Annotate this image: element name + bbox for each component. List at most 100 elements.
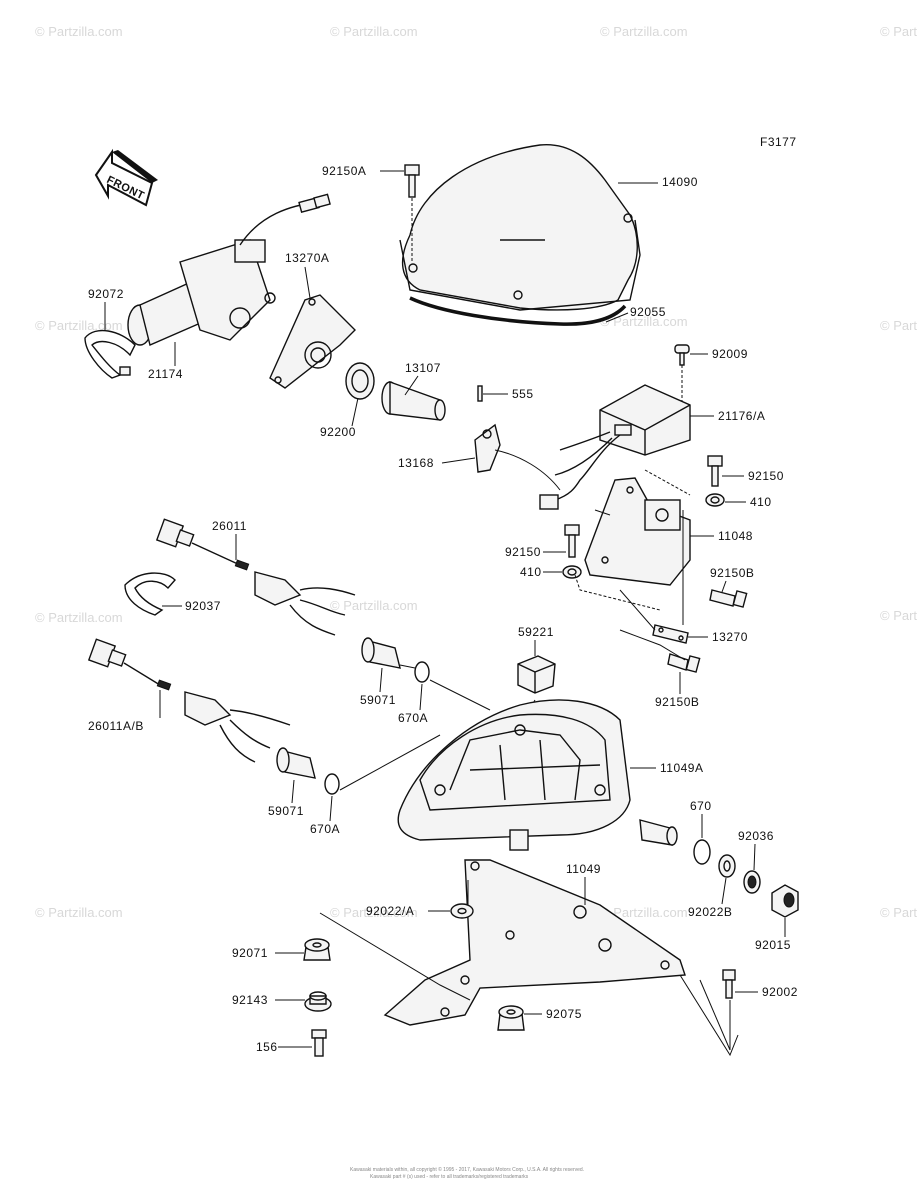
shaft-13107 — [381, 381, 446, 421]
fitting-59071-upper — [361, 637, 416, 669]
label: 92071 — [232, 946, 268, 960]
plate-13270A — [269, 294, 356, 389]
label: 13168 — [398, 456, 434, 470]
label: 156 — [256, 1040, 278, 1054]
label: 410 — [750, 495, 772, 509]
plate-13270 — [652, 624, 689, 644]
label: 21176/A — [718, 409, 765, 423]
footer-line-1: Kawasaki materials within, all copyright… — [350, 1166, 584, 1173]
pin-555 — [477, 385, 483, 402]
label: 13107 — [405, 361, 441, 375]
grommet-92022A — [450, 903, 474, 919]
label: 92143 — [232, 993, 268, 1007]
washer-410-lower — [562, 565, 582, 579]
watermark: © Partzilla.com — [35, 610, 123, 625]
washer-92200 — [345, 362, 375, 400]
watermark: © Partzilla.com — [35, 24, 123, 39]
cover-14090 — [399, 144, 641, 311]
bolt-156 — [311, 1029, 327, 1057]
bolt-92150-upper — [707, 455, 723, 487]
sensor-26011AB — [87, 638, 291, 763]
oring-670 — [693, 839, 711, 865]
label: 59221 — [518, 625, 554, 639]
screw-92009 — [674, 344, 690, 420]
label: 92055 — [630, 305, 666, 319]
band-92072 — [84, 329, 136, 379]
watermark: © Partzilla.com — [35, 905, 123, 920]
bolt-92150B-lower — [667, 653, 701, 673]
front-arrow-icon: FRONT — [94, 148, 158, 207]
washer-92022B — [718, 854, 736, 878]
label: 13270A — [285, 251, 329, 265]
housing-11049A — [397, 699, 678, 851]
watermark: © Partzilla.com — [600, 314, 688, 329]
watermark: © Partzilla.com — [880, 905, 917, 920]
bolt-92150-lower — [564, 524, 580, 558]
watermark: © Partzilla.com — [600, 24, 688, 39]
label: 92022/A — [366, 904, 414, 918]
oring-670A-upper — [414, 661, 430, 683]
label: 92022B — [688, 905, 732, 919]
label: 92009 — [712, 347, 748, 361]
label: 92037 — [185, 599, 221, 613]
watermark: © Partzilla.com — [880, 318, 917, 333]
label: 11049 — [566, 862, 601, 876]
label: 92150B — [655, 695, 699, 709]
label: 26011 — [212, 519, 247, 533]
watermark: © Partzilla.com — [600, 905, 688, 920]
sensor-26011 — [155, 518, 356, 636]
label: 555 — [512, 387, 534, 401]
leader-lines — [574, 509, 686, 661]
label: 92072 — [88, 287, 124, 301]
label: 21174 — [148, 367, 183, 381]
label: 92150A — [322, 164, 366, 178]
label: 92150B — [710, 566, 754, 580]
figure-code: F3177 — [760, 135, 797, 149]
label: 670 — [690, 799, 712, 813]
label: 92015 — [755, 938, 791, 952]
label: 92036 — [738, 829, 774, 843]
gasket-92055 — [409, 296, 627, 326]
bolt-92150B-upper — [709, 589, 748, 608]
label: 92002 — [762, 985, 798, 999]
label: 92150 — [505, 545, 541, 559]
watermark: © Partzilla.com — [880, 24, 917, 39]
collar-92143 — [304, 991, 332, 1012]
label: 26011A/B — [88, 719, 144, 733]
lever-13168 — [474, 423, 561, 491]
watermark: © Partzilla.com — [330, 598, 418, 613]
label: 13270 — [712, 630, 748, 644]
ring-92036 — [743, 870, 761, 894]
part-labels: 92150A 14090 92055 92072 21174 13270A 13… — [88, 164, 798, 1054]
label: 59071 — [360, 693, 396, 707]
nut-92015 — [771, 884, 799, 918]
bottom-leaders — [319, 880, 739, 1057]
watermark: © Partzilla.com — [330, 905, 418, 920]
watermarks: © Partzilla.com © Partzilla.com © Partzi… — [35, 24, 917, 920]
label: 14090 — [662, 175, 698, 189]
motor-21174 — [127, 193, 331, 346]
label: 92150 — [748, 469, 784, 483]
watermark: © Partzilla.com — [880, 608, 917, 623]
oring-670A-lower — [324, 773, 340, 795]
band-92037 — [124, 572, 176, 616]
plate-11049 — [383, 859, 686, 1026]
bolt-92002 — [722, 969, 736, 999]
control-unit-21176 — [539, 384, 691, 510]
grommet-92075 — [497, 1005, 525, 1031]
label: 11048 — [718, 529, 753, 543]
grommet-92071 — [303, 938, 331, 961]
bracket-11048 — [584, 469, 691, 586]
label: 92200 — [320, 425, 356, 439]
watermark: © Partzilla.com — [35, 318, 123, 333]
watermark: © Partzilla.com — [330, 24, 418, 39]
washer-410-upper — [705, 493, 725, 507]
label: 59071 — [268, 804, 304, 818]
label: 11049A — [660, 761, 703, 775]
bolt-92150A — [404, 164, 420, 262]
footer-line-2: Kawasaki part # (s) used - refer to all … — [370, 1174, 529, 1180]
label: 670A — [398, 711, 428, 725]
label: 670A — [310, 822, 340, 836]
fitting-59071-lower — [276, 747, 316, 779]
